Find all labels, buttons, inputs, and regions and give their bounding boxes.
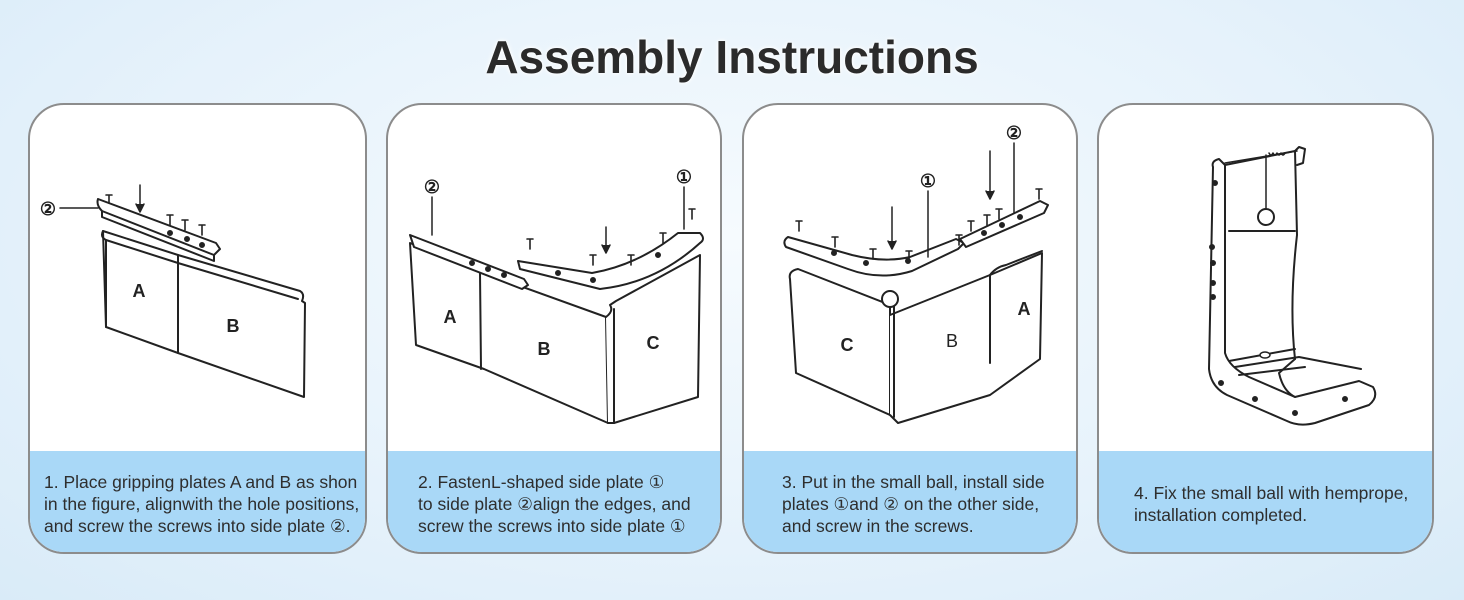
small-ball xyxy=(881,290,899,308)
plate-assembly-cba xyxy=(788,250,1043,424)
step-4-illustration xyxy=(1099,105,1432,451)
plate-assembly-abc xyxy=(409,242,701,424)
side-plate-1 xyxy=(783,236,965,277)
step-3-illustration: ① ② C B A xyxy=(744,105,1076,451)
marker-label: ② xyxy=(40,199,56,219)
step-3-caption: 3. Put in the small ball, install side p… xyxy=(782,471,1045,536)
small-ball xyxy=(1257,208,1275,226)
step-2-caption: 2. FastenL-shaped side plate ① to side p… xyxy=(418,471,691,536)
step-2-card: ② ① A B C 2. FastenL-shaped side plate ①… xyxy=(386,103,722,554)
plate-b-label: B xyxy=(538,339,551,359)
screws xyxy=(105,194,206,236)
step-1-caption: 1. Place gripping plates A and B as shon… xyxy=(44,471,360,536)
step-4-card: 4. Fix the small ball with hemprope, ins… xyxy=(1097,103,1434,554)
hemp-rope xyxy=(1224,150,1298,210)
ball-rest xyxy=(1259,351,1271,359)
plate-assembly-ab xyxy=(101,230,306,398)
plate-b-label: B xyxy=(946,331,958,351)
plate-a-label: A xyxy=(444,307,457,327)
side-plate-1 xyxy=(517,232,704,290)
marker-1-label: ① xyxy=(676,167,692,187)
step-1-caption-band: 1. Place gripping plates A and B as shon… xyxy=(30,451,365,552)
plate-a-label: A xyxy=(1018,299,1031,319)
insert-arrow xyxy=(135,184,145,213)
plate-c-label: C xyxy=(647,333,660,353)
marker-1-label: ① xyxy=(920,171,936,191)
step-2-illustration: ② ① A B C xyxy=(388,105,720,451)
insert-arrow xyxy=(601,226,611,254)
marker-2-label: ② xyxy=(1006,123,1022,143)
completed-stand xyxy=(1208,146,1377,426)
step-1-card: ② A B 1. Place gripping plates A and B a… xyxy=(28,103,367,554)
screws xyxy=(526,208,696,266)
plate-a-label: A xyxy=(133,281,146,301)
side-plate-2 xyxy=(959,200,1049,248)
insert-arrows xyxy=(887,150,995,250)
marker-2-label: ② xyxy=(424,177,440,197)
step-3-caption-band: 3. Put in the small ball, install side p… xyxy=(744,451,1076,552)
screws xyxy=(795,188,1043,262)
step-4-caption: 4. Fix the small ball with hemprope, ins… xyxy=(1134,482,1409,525)
step-3-card: ① ② C B A 3. Put in the small ball, inst… xyxy=(742,103,1078,554)
plate-b-label: B xyxy=(227,316,240,336)
plate-c-label: C xyxy=(841,335,854,355)
side-plate-2 xyxy=(96,198,221,262)
step-2-caption-band: 2. FastenL-shaped side plate ① to side p… xyxy=(388,451,720,552)
page-title: Assembly Instructions xyxy=(485,31,979,83)
step-1-illustration: ② A B xyxy=(30,105,365,451)
step-4-caption-band: 4. Fix the small ball with hemprope, ins… xyxy=(1099,451,1432,552)
side-plate-2 xyxy=(409,234,529,290)
